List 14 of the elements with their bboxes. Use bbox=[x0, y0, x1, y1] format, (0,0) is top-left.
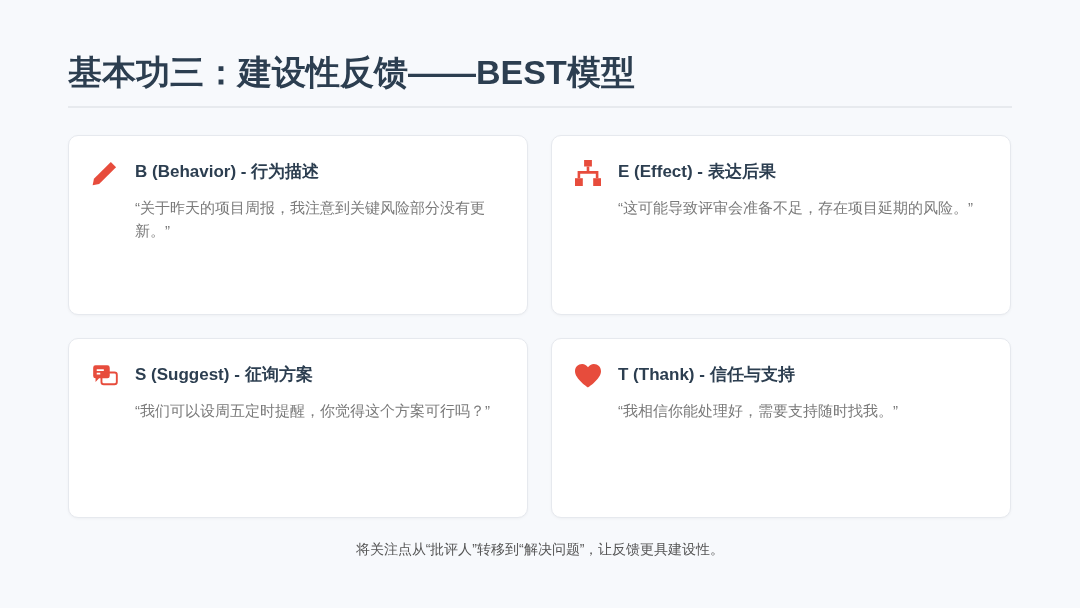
quote-text: “关于昨天的项目周报，我注意到关键风险部分没有更新。” bbox=[135, 198, 486, 241]
card-heading: B (Behavior) - 行为描述 bbox=[135, 161, 320, 183]
feedback-card bbox=[68, 135, 528, 315]
quote-text: “这可能导致评审会准备不足，存在项目延期的风险。” bbox=[618, 198, 974, 218]
feedback-card bbox=[68, 338, 528, 518]
quote-text: “我们可以设周五定时提醒，你觉得这个方案可行吗？” bbox=[135, 401, 491, 421]
slide-title: 基本功三：建设性反馈——BEST模型 bbox=[68, 52, 635, 93]
feedback-card bbox=[551, 135, 1011, 315]
card-heading: S (Suggest) - 征询方案 bbox=[135, 364, 313, 386]
card-heading: E (Effect) - 表达后果 bbox=[618, 161, 776, 183]
caption-text: 将关注点从“批评人”转移到“解决问题”，让反馈更具建设性。 bbox=[355, 541, 725, 557]
feedback-card bbox=[551, 338, 1011, 518]
card-heading: T (Thank) - 信任与支持 bbox=[618, 364, 795, 386]
quote-text: “我相信你能处理好，需要支持随时找我。” bbox=[618, 401, 899, 421]
